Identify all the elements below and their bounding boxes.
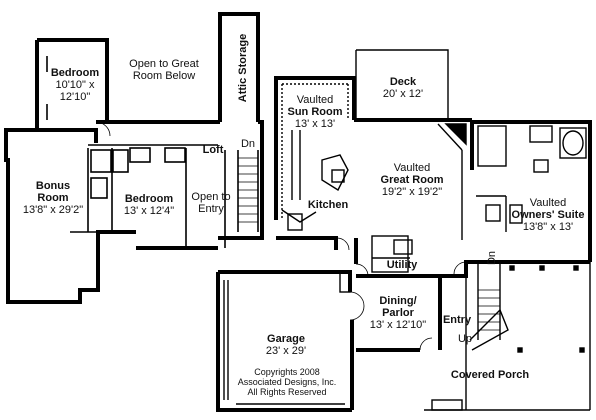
sun-room-label: Vaulted Sun Room 13' x 13' (284, 94, 346, 130)
deck-dims: 20' x 12' (382, 88, 424, 100)
entry-label: Entry (442, 314, 472, 326)
upper-dn-label: Dn (240, 138, 256, 150)
loft-label: Loft (202, 144, 224, 156)
garage-label: Garage 23' x 29' (246, 333, 326, 357)
great-room-name: Great Room (380, 174, 444, 186)
main-floor-walls (216, 49, 592, 412)
upper-bedroom-name: Bedroom (50, 67, 100, 79)
main-floor-interior (223, 83, 587, 411)
covered-porch-label: Covered Porch (450, 369, 530, 381)
owners-suite-vaulted: Vaulted (529, 197, 567, 209)
owners-suite-name: Owners' Suite (511, 209, 585, 221)
deck-label: Deck 20' x 12' (372, 76, 434, 100)
bonus-room-name: Bonus Room (35, 180, 71, 204)
lower-dn-text: Dn (486, 250, 499, 266)
copyright-line1: Copyrights 2008 (254, 367, 320, 377)
attic-storage-label: Attic Storage (233, 20, 253, 118)
upper-floor-walls (4, 12, 264, 304)
open-to-entry-label: Open to Entry (188, 191, 234, 215)
sun-room-vaulted: Vaulted (296, 94, 334, 106)
deck-name: Deck (389, 76, 417, 88)
sun-room-dims: 13' x 13' (294, 118, 336, 130)
attic-storage-text: Attic Storage (237, 33, 249, 103)
dining-dims: 13' x 12'10" (369, 319, 427, 331)
open-to-entry-text: Open to Entry (191, 191, 231, 215)
upper-floor-interior (40, 56, 259, 248)
open-to-great-room-text: Open to Great Room Below (129, 58, 199, 82)
upper-bedroom-label: Bedroom 10'10" x 12'10" (44, 67, 106, 103)
copyright-block: Copyrights 2008 Associated Designs, Inc.… (232, 367, 342, 397)
upper-bedroom-dims: 10'10" x 12'10" (55, 79, 95, 103)
sun-room-name: Sun Room (287, 106, 343, 118)
up-label: Up (457, 333, 473, 345)
door-swings (95, 121, 467, 351)
dining-name: Dining/ Parlor (379, 295, 417, 319)
kitchen-label: Kitchen (307, 199, 349, 211)
owners-suite-dims: 13'8" x 13' (522, 221, 574, 233)
great-room-dims: 19'2" x 19'2" (381, 186, 443, 198)
dining-label: Dining/ Parlor 13' x 12'10" (366, 295, 430, 331)
open-to-great-room-label: Open to Great Room Below (124, 58, 204, 82)
owners-suite-label: Vaulted Owners' Suite 13'8" x 13' (508, 197, 588, 233)
copyright-line3: All Rights Reserved (247, 387, 327, 397)
mid-bedroom-label: Bedroom 13' x 12'4" (112, 193, 186, 217)
utility-label: Utility (386, 259, 418, 271)
mid-bedroom-dims: 13' x 12'4" (123, 205, 175, 217)
garage-name: Garage (267, 333, 305, 345)
great-room-label: Vaulted Great Room 19'2" x 19'2" (370, 162, 454, 198)
bonus-room-dims: 13'8" x 29'2" (22, 204, 84, 216)
lower-dn-label: Dn (486, 248, 501, 268)
great-room-vaulted: Vaulted (393, 162, 431, 174)
copyright-line2: Associated Designs, Inc. (237, 377, 337, 387)
bonus-room-label: Bonus Room 13'8" x 29'2" (10, 180, 96, 216)
mid-bedroom-name: Bedroom (124, 193, 174, 205)
garage-dims: 23' x 29' (265, 345, 307, 357)
